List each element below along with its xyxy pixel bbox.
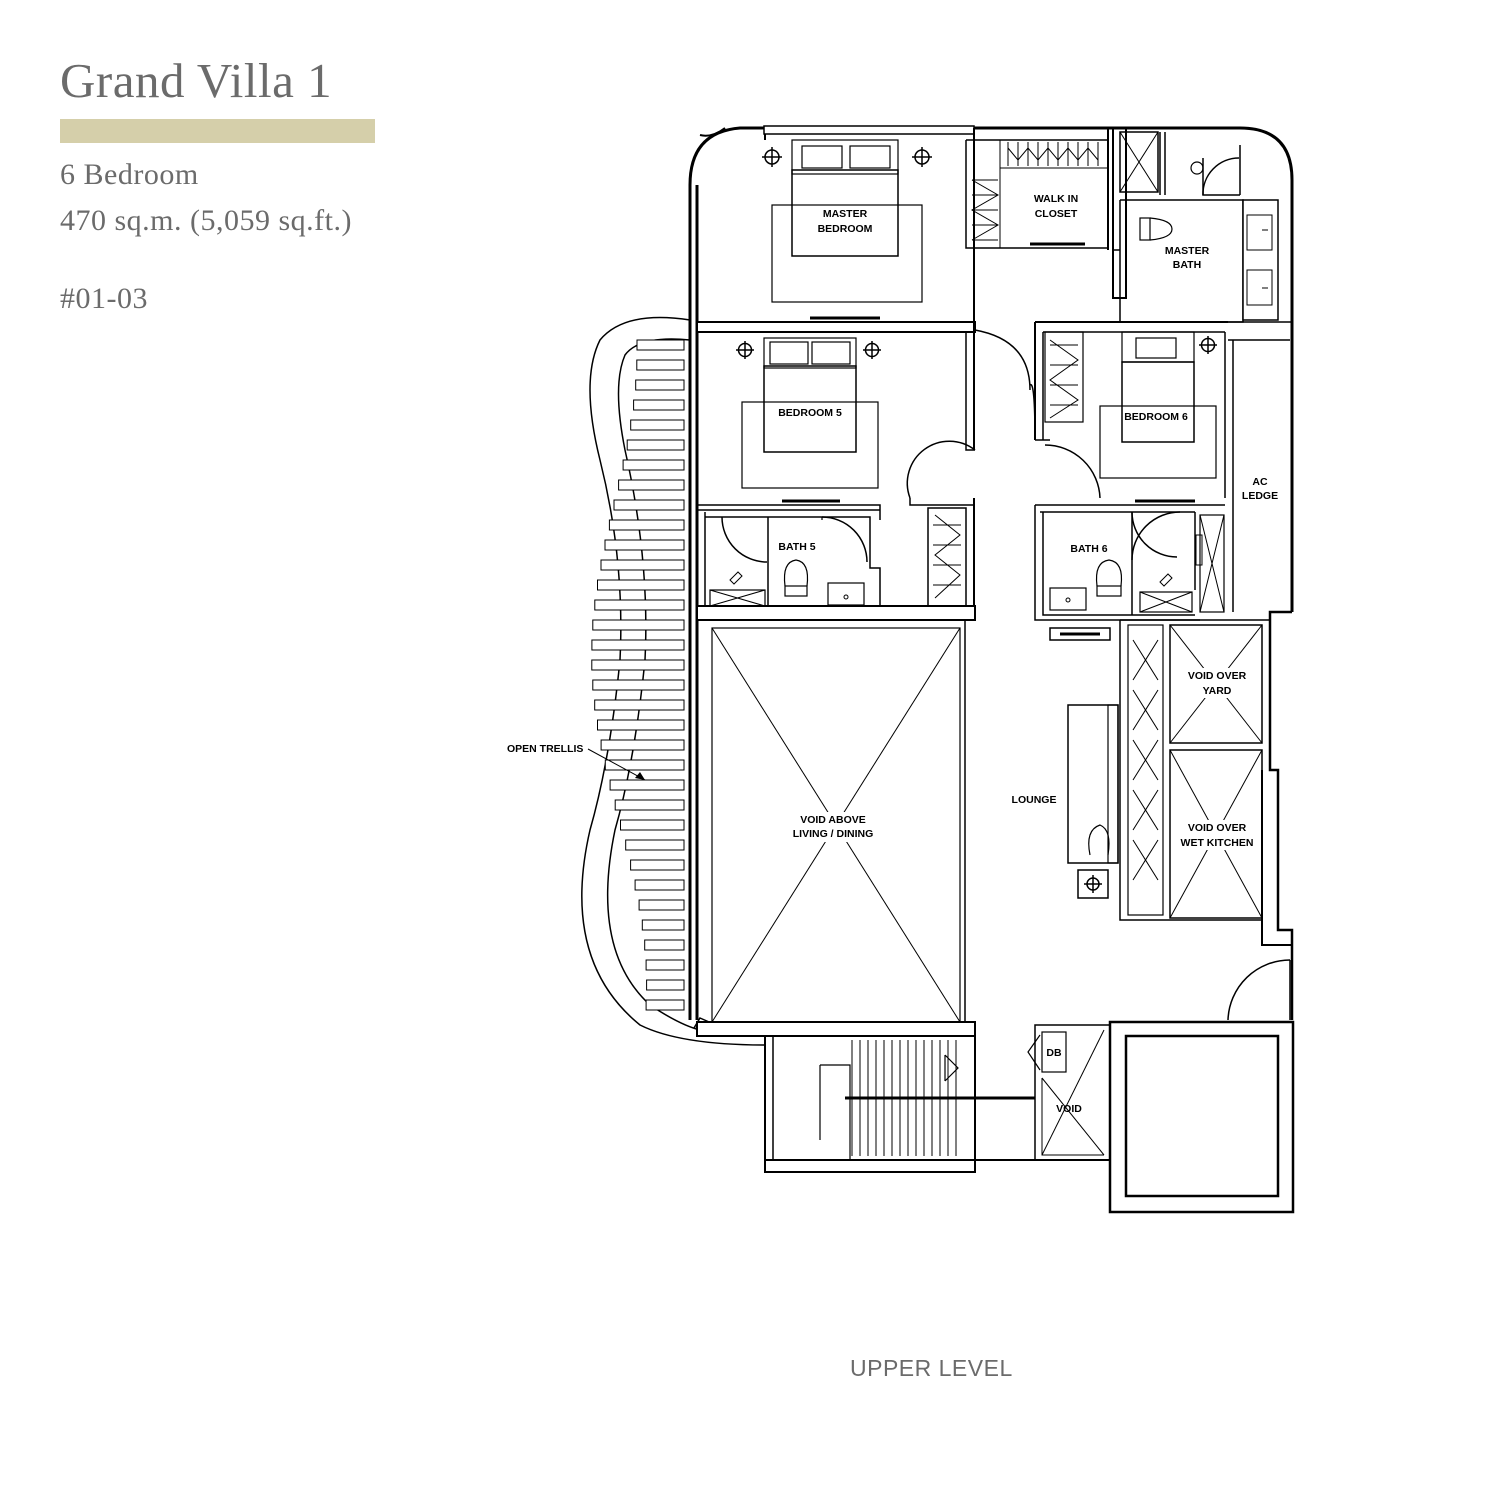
svg-text:BEDROOM 6: BEDROOM 6 [1124, 411, 1188, 423]
svg-text:LOUNGE: LOUNGE [1012, 794, 1057, 806]
trellis-slat [635, 379, 685, 391]
svg-text:LEDGE: LEDGE [1242, 490, 1278, 502]
svg-text:WALK IN: WALK IN [1034, 193, 1078, 205]
trellis-slat [604, 759, 685, 771]
trellis-slat [634, 879, 685, 891]
walk-in-closet: WALK IN CLOSET [965, 128, 1109, 250]
svg-text:LIVING / DINING: LIVING / DINING [793, 828, 874, 840]
svg-text:BEDROOM: BEDROOM [818, 223, 873, 235]
trellis-slat [622, 459, 685, 471]
svg-text:VOID OVER: VOID OVER [1188, 670, 1247, 682]
trellis-slat [597, 579, 685, 591]
trellis-slat [591, 659, 685, 671]
trellis-slat [641, 919, 685, 931]
ac-ledge: AC LEDGE [1228, 321, 1292, 612]
trellis-slat [614, 799, 685, 811]
trellis-slat [618, 479, 685, 491]
trellis-slat [600, 739, 685, 751]
lift-shaft [1108, 1020, 1295, 1214]
staircase [696, 1021, 1035, 1173]
svg-text:MASTER: MASTER [1165, 245, 1210, 257]
trellis-slat [613, 499, 685, 511]
master-lamp-left-icon [762, 147, 782, 167]
svg-text:BEDROOM 5: BEDROOM 5 [778, 407, 842, 419]
trellis-slat [604, 539, 685, 551]
trellis-slat [636, 359, 685, 371]
bedroom-5: BEDROOM 5 [736, 322, 1031, 503]
svg-text:VOID ABOVE: VOID ABOVE [800, 814, 866, 826]
bedroom-5-lamp-right-icon [863, 341, 881, 359]
bath-5: BATH 5 [697, 440, 976, 609]
title-accent-bar [60, 119, 375, 143]
void-above-living-dining: VOID ABOVE LIVING / DINING [706, 619, 966, 1023]
lounge-light-icon [1077, 869, 1109, 899]
trellis-slat [626, 439, 685, 451]
trellis-slat [600, 559, 685, 571]
open-trellis-label: OPEN TRELLIS [507, 743, 646, 781]
trellis-slat [646, 979, 685, 991]
trellis-slat [594, 699, 685, 711]
bedroom-6: BEDROOM 6 [1029, 321, 1228, 503]
void-over-wet-kitchen: VOID OVER WET KITCHEN [1169, 749, 1263, 919]
open-trellis [581, 316, 766, 1046]
trellis-slat [636, 339, 685, 351]
lounge: LOUNGE [1012, 627, 1119, 899]
trellis-slat [608, 519, 685, 531]
svg-text:MASTER: MASTER [823, 208, 868, 220]
trellis-slat [592, 679, 685, 691]
trellis-slat [597, 719, 685, 731]
outer-walls [688, 125, 1294, 1020]
db-void-shaft: DB VOID [975, 1024, 1111, 1161]
svg-text:YARD: YARD [1203, 685, 1232, 697]
bedroom-6-lamp-icon [1199, 336, 1217, 354]
trellis-slats [591, 339, 685, 1011]
master-bedroom: MASTER BEDROOM [696, 128, 976, 333]
unit-number: #01-03 [60, 282, 148, 315]
trellis-slat [638, 899, 685, 911]
svg-text:BATH 5: BATH 5 [778, 541, 815, 553]
svg-text:DB: DB [1046, 1047, 1062, 1059]
bedroom-5-lamp-left-icon [736, 341, 754, 359]
bedroom-count: 6 Bedroom [60, 158, 199, 191]
trellis-slat [633, 399, 685, 411]
void-over-yard: VOID OVER YARD [1119, 619, 1270, 921]
villa-title: Grand Villa 1 [60, 53, 333, 108]
svg-text:WET KITCHEN: WET KITCHEN [1181, 837, 1254, 849]
trellis-slat [609, 779, 685, 791]
trellis-slat [644, 939, 685, 951]
svg-text:OPEN TRELLIS: OPEN TRELLIS [507, 743, 583, 755]
svg-text:BATH 6: BATH 6 [1070, 543, 1107, 555]
bath-6: BATH 6 [1034, 504, 1225, 621]
svg-text:CLOSET: CLOSET [1035, 208, 1078, 220]
svg-text:AC: AC [1252, 476, 1268, 488]
master-bath: MASTER BATH [1112, 127, 1279, 323]
master-lamp-right-icon [912, 147, 932, 167]
svg-text:VOID: VOID [1056, 1103, 1082, 1115]
trellis-slat [594, 599, 685, 611]
trellis-slat [630, 419, 685, 431]
trellis-slat [591, 639, 685, 651]
svg-text:VOID OVER: VOID OVER [1188, 822, 1247, 834]
floor-area: 470 sq.m. (5,059 sq.ft.) [60, 204, 352, 237]
level-label: UPPER LEVEL [850, 1355, 1013, 1381]
trellis-slat [630, 859, 685, 871]
trellis-slat [645, 999, 685, 1011]
lower-right-door [1227, 959, 1291, 1021]
bedroom-5-storage [696, 498, 976, 621]
trellis-slat [592, 619, 685, 631]
svg-text:BATH: BATH [1173, 259, 1201, 271]
trellis-slat [625, 839, 685, 851]
trellis-slat [645, 959, 685, 971]
trellis-slat [620, 819, 685, 831]
